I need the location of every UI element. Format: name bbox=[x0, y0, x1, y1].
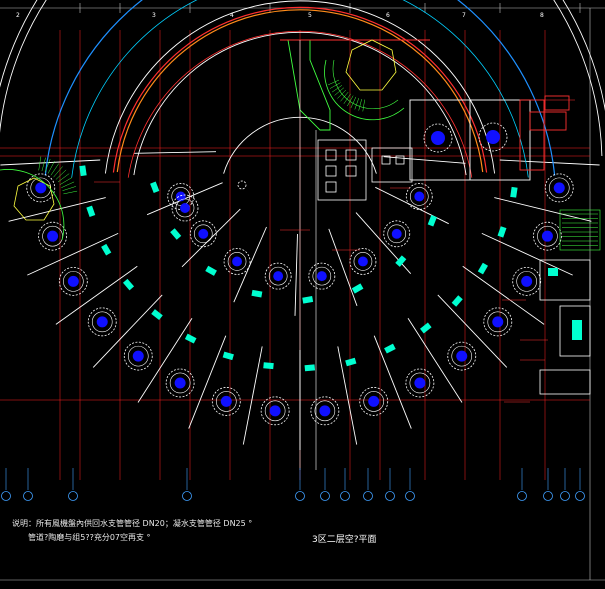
round-dining-table bbox=[349, 248, 377, 275]
fresh-air-duct bbox=[71, 0, 529, 178]
condensate-pipe bbox=[44, 0, 556, 176]
round-dining-table bbox=[310, 396, 340, 426]
round-dining-table bbox=[211, 387, 241, 416]
axis-bubble bbox=[295, 491, 305, 501]
column-number: 3 bbox=[152, 12, 156, 19]
fan-coil-unit bbox=[150, 181, 160, 194]
column-tick-marks bbox=[79, 3, 581, 13]
axis-bubble bbox=[385, 491, 395, 501]
column-number: 4 bbox=[230, 12, 234, 19]
entrance-canopy bbox=[280, 39, 430, 470]
fan-coil-unit bbox=[101, 243, 112, 256]
right-stair bbox=[559, 209, 601, 251]
round-dining-table bbox=[171, 194, 199, 222]
column-number-labels: 2 3 4 5 6 7 8 bbox=[16, 12, 544, 19]
pipes bbox=[44, 0, 556, 178]
fan-coil-unit bbox=[395, 255, 407, 267]
axis-bubble bbox=[363, 491, 373, 501]
outer-curved-wall bbox=[0, 0, 605, 112]
fan-coil-unit bbox=[170, 228, 182, 240]
round-dining-table bbox=[260, 396, 290, 426]
axis-bubble bbox=[340, 491, 350, 501]
right-equipment-room bbox=[539, 259, 591, 395]
round-dining-table bbox=[483, 307, 513, 337]
fan-coil-unit bbox=[184, 333, 197, 344]
corridor-outer-wall bbox=[104, 0, 496, 174]
round-dining-table bbox=[223, 248, 251, 275]
round-dining-table bbox=[405, 368, 435, 398]
axis-bubble bbox=[1, 491, 11, 501]
round-dining-table bbox=[512, 266, 542, 296]
axis-bubble bbox=[182, 491, 192, 501]
fan-coil-unit bbox=[263, 362, 274, 370]
round-dining-table bbox=[237, 180, 247, 190]
fan-coil-unit bbox=[510, 186, 518, 198]
axis-bubble bbox=[320, 491, 330, 501]
round-dining-table bbox=[383, 220, 411, 248]
annotation-leaders bbox=[94, 99, 575, 403]
column-number: 5 bbox=[308, 12, 312, 19]
round-dining-table bbox=[447, 341, 477, 371]
column-number: 2 bbox=[16, 12, 20, 19]
round-dining-table bbox=[87, 307, 117, 337]
round-dining-table bbox=[264, 262, 292, 290]
fan-coil-unit bbox=[384, 343, 396, 354]
drawing-note-line-2: 管道?陶磨与组5??充分07空再支 ° bbox=[28, 533, 151, 542]
round-dining-table bbox=[308, 262, 336, 290]
corridor-inner-wall bbox=[133, 31, 467, 176]
fan-coil-unit bbox=[420, 322, 432, 334]
right-wing-tables bbox=[423, 122, 508, 153]
supply-water-pipe-inner bbox=[127, 30, 473, 178]
toilet-block bbox=[317, 139, 413, 201]
spiral-stair-top bbox=[324, 39, 405, 121]
fan-coil-unit bbox=[351, 283, 364, 294]
dining-tables bbox=[26, 173, 574, 426]
fan-coil-unit bbox=[302, 295, 314, 304]
round-dining-table bbox=[544, 173, 574, 203]
supply-water-pipe bbox=[112, 6, 488, 173]
fan-coil-unit bbox=[79, 165, 87, 177]
axis-bubble bbox=[543, 491, 553, 501]
spiral-stair-left bbox=[0, 156, 78, 241]
return-water-pipe bbox=[116, 9, 484, 173]
round-dining-table bbox=[405, 183, 433, 210]
fan-coil-units bbox=[79, 165, 518, 372]
column-number: 8 bbox=[540, 12, 544, 19]
fan-coil-unit bbox=[497, 226, 507, 238]
column-number: 7 bbox=[462, 12, 466, 19]
fan-coil-unit bbox=[345, 357, 357, 367]
axis-bubble bbox=[23, 491, 33, 501]
drawing-title: 3区二层空?平面 bbox=[312, 535, 377, 545]
axis-bubble bbox=[575, 491, 585, 501]
drawing-note-line-1: 说明：所有風機盤內供回水支管管径 DN20；凝水支管管径 DN25 ° bbox=[12, 519, 253, 528]
fan-coil-unit bbox=[451, 295, 463, 307]
upper-right-wing bbox=[409, 95, 570, 181]
round-dining-table bbox=[359, 387, 389, 416]
round-dining-table bbox=[189, 220, 217, 248]
round-dining-table bbox=[533, 221, 562, 251]
axis-bubble bbox=[560, 491, 570, 501]
fan-coil-unit bbox=[86, 205, 96, 218]
fan-coil-unit bbox=[427, 215, 437, 227]
fan-coil-unit bbox=[151, 309, 163, 321]
axis-bubble bbox=[517, 491, 527, 501]
axis-bubble bbox=[405, 491, 415, 501]
fan-coil-unit bbox=[205, 265, 217, 276]
round-dining-table bbox=[165, 368, 195, 398]
outer-curved-wall-inner-face bbox=[0, 0, 603, 157]
axis-bubble bbox=[68, 491, 78, 501]
fan-coil-unit bbox=[251, 289, 263, 298]
fan-coil-unit bbox=[222, 351, 234, 361]
column-number: 6 bbox=[386, 12, 390, 19]
fan-coil-unit bbox=[304, 364, 316, 372]
round-dining-table bbox=[58, 266, 88, 296]
fan-coil-unit bbox=[477, 262, 489, 275]
round-dining-table bbox=[123, 341, 153, 371]
fan-coil-unit bbox=[122, 278, 135, 291]
axis-bubbles bbox=[1, 468, 585, 501]
